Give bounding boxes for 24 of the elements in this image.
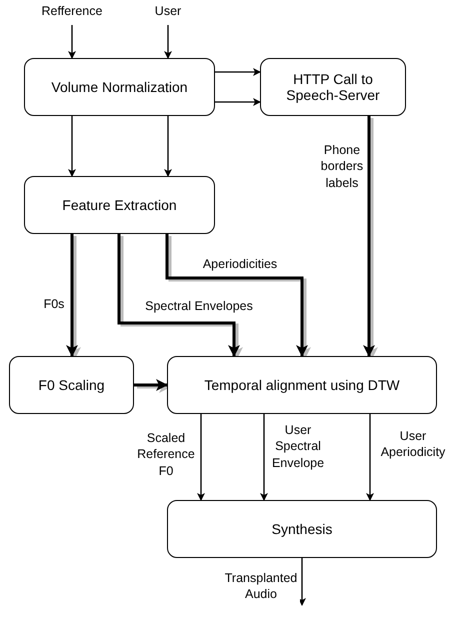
arrow <box>66 234 78 357</box>
process-box: Volume Normalization <box>24 58 215 116</box>
input-label: Refference <box>32 0 112 22</box>
process-box: Temporal alignment using DTW <box>167 356 437 414</box>
arrow <box>366 414 374 501</box>
arrow <box>164 25 172 59</box>
arrow <box>215 68 261 76</box>
arrow <box>164 116 172 177</box>
arrow <box>118 234 240 357</box>
arrow <box>68 25 76 59</box>
process-box: Synthesis <box>167 500 437 558</box>
arrow <box>215 98 261 106</box>
process-box: HTTP Call to Speech-Server <box>260 58 406 116</box>
arrow <box>197 414 205 501</box>
arrow <box>363 116 375 357</box>
edge-label: Transplanted Audio <box>222 570 300 602</box>
process-box: Feature Extraction <box>24 176 215 234</box>
input-label: User <box>143 0 193 22</box>
process-box: F0 Scaling <box>9 356 134 414</box>
arrow <box>166 234 308 357</box>
arrow <box>68 116 76 177</box>
arrow <box>260 414 268 501</box>
arrow <box>134 379 168 391</box>
arrow <box>298 558 306 606</box>
